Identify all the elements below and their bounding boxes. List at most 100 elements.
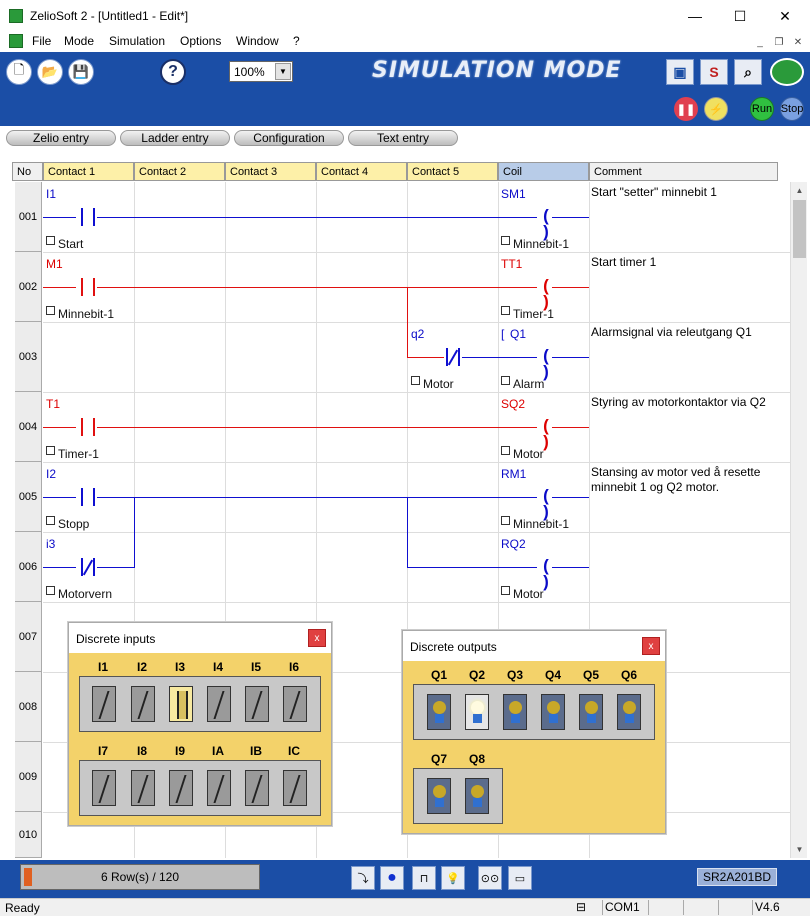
checkbox[interactable] [501, 446, 510, 455]
input-switch-ic[interactable] [283, 770, 307, 806]
coil-address[interactable]: RM1 [501, 467, 527, 481]
menu-window[interactable]: Window [236, 34, 279, 48]
rung-wire [43, 287, 76, 288]
input-switch-i4[interactable] [207, 686, 231, 722]
new-file-button[interactable]: 🗋 [6, 59, 32, 85]
app-icon [9, 9, 23, 23]
checkbox[interactable] [411, 376, 420, 385]
chevron-down-icon: ▼ [275, 63, 291, 80]
scroll-down-icon[interactable]: ▼ [795, 845, 804, 854]
tab-zelio-entry[interactable]: Zelio entry [6, 130, 116, 146]
checkbox[interactable] [46, 306, 55, 315]
contact-label: Stopp [58, 517, 90, 531]
checkbox[interactable] [46, 236, 55, 245]
coil-address[interactable]: RQ2 [501, 537, 526, 551]
coil-address[interactable]: TT1 [501, 257, 523, 271]
coil-symbol: ( ) [543, 486, 549, 521]
scroll-up-icon[interactable]: ▲ [795, 186, 804, 195]
coil-address[interactable]: Q1 [510, 327, 527, 341]
panel-close-button[interactable]: x [308, 629, 326, 647]
find-button[interactable]: ⌕ [734, 59, 762, 85]
coil-address[interactable]: SQ2 [501, 397, 526, 411]
zoom-select[interactable]: 100% ▼ [229, 61, 293, 82]
tab-configuration[interactable]: Configuration [234, 130, 344, 146]
help-button[interactable]: ? [160, 59, 186, 85]
contact-address[interactable]: I2 [46, 467, 57, 481]
rung-comment[interactable]: Styring av motorkontaktor via Q2 [591, 395, 766, 409]
checkbox[interactable] [46, 516, 55, 525]
input-switch-i5[interactable] [245, 686, 269, 722]
checkbox[interactable] [46, 446, 55, 455]
step-button[interactable]: ⤵ [351, 866, 375, 890]
row-number[interactable]: 001 [15, 182, 42, 252]
row-number[interactable]: 005 [15, 462, 42, 532]
rung-comment[interactable]: Start "setter" minnebit 1 [591, 185, 717, 199]
menu-options[interactable]: Options [180, 34, 222, 48]
checkbox[interactable] [46, 586, 55, 595]
row-number[interactable]: 003 [15, 322, 42, 392]
coil-address[interactable]: SM1 [501, 187, 526, 201]
rung-comment[interactable]: Alarmsignal via releutgang Q1 [591, 325, 752, 339]
row-number[interactable]: 009 [15, 742, 42, 812]
row-number[interactable]: 008 [15, 672, 42, 742]
contact-address[interactable]: T1 [46, 397, 61, 411]
save-button[interactable]: 💾 [68, 59, 94, 85]
menu-mode[interactable]: Mode [64, 34, 95, 48]
checkbox[interactable] [501, 586, 510, 595]
menu-file[interactable]: File [32, 34, 52, 48]
row-number[interactable]: 007 [15, 602, 42, 672]
record-button[interactable]: ● [380, 866, 404, 890]
input-switch-ia[interactable] [207, 770, 231, 806]
row-number[interactable]: 004 [15, 392, 42, 462]
minimize-button[interactable]: — [688, 8, 702, 24]
input-switch-i2[interactable] [131, 686, 155, 722]
column-header-contact4: Contact 4 [316, 162, 407, 181]
panel-close-button[interactable]: x [642, 637, 660, 655]
rung-comment[interactable]: Start timer 1 [591, 255, 657, 269]
maximize-button[interactable]: ☐ [733, 7, 747, 24]
mdi-restore-button[interactable]: ❐ [774, 36, 784, 48]
checkbox[interactable] [501, 306, 510, 315]
input-switch-i3[interactable] [169, 686, 193, 722]
rung-wire [97, 567, 135, 568]
mdi-close-button[interactable]: ✕ [793, 36, 803, 48]
pause-button[interactable]: ❚❚ [674, 97, 698, 121]
inputs-window-button[interactable]: ⊓ [412, 866, 436, 890]
input-switch-i7[interactable] [92, 770, 116, 806]
power-button[interactable]: ⚡ [704, 97, 728, 121]
input-switch-i9[interactable] [169, 770, 193, 806]
tab-ladder-entry[interactable]: Ladder entry [120, 130, 230, 146]
row-number[interactable]: 006 [15, 532, 42, 602]
scroll-thumb[interactable] [793, 200, 806, 258]
input-switch-i1[interactable] [92, 686, 116, 722]
bulb-icon [585, 701, 598, 714]
checkbox[interactable] [501, 236, 510, 245]
watch-button[interactable]: ⊙⊙ [478, 866, 502, 890]
module-button[interactable]: ▭ [508, 866, 532, 890]
row-number[interactable]: 010 [15, 812, 42, 858]
stop-button[interactable]: Stop [780, 97, 804, 121]
close-button[interactable]: ✕ [779, 7, 791, 24]
menu-simulation[interactable]: Simulation [109, 34, 166, 48]
contact-address[interactable]: I1 [46, 187, 57, 201]
vertical-scrollbar[interactable]: ▲ ▼ [790, 182, 807, 858]
tab-text-entry[interactable]: Text entry [348, 130, 458, 146]
rung-comment[interactable]: Stansing av motor ved å resette minnebit… [591, 465, 761, 494]
input-switch-ib[interactable] [245, 770, 269, 806]
menu-help[interactable]: ? [293, 34, 300, 48]
step-icon: ⤵ [357, 873, 369, 885]
contact-address[interactable]: M1 [46, 257, 63, 271]
monitor-button[interactable]: ▣ [666, 59, 694, 85]
mdi-minimize-button[interactable]: _ [757, 36, 763, 48]
open-file-button[interactable]: 📂 [37, 59, 63, 85]
input-switch-i8[interactable] [131, 770, 155, 806]
input-switch-i6[interactable] [283, 686, 307, 722]
row-number[interactable]: 002 [15, 252, 42, 322]
contact-address[interactable]: i3 [46, 537, 56, 551]
s-button[interactable]: S [700, 59, 728, 85]
run-button[interactable]: Run [750, 97, 774, 121]
checkbox[interactable] [501, 376, 510, 385]
contact-address[interactable]: q2 [411, 327, 425, 341]
outputs-window-button[interactable]: 💡 [441, 866, 465, 890]
checkbox[interactable] [501, 516, 510, 525]
